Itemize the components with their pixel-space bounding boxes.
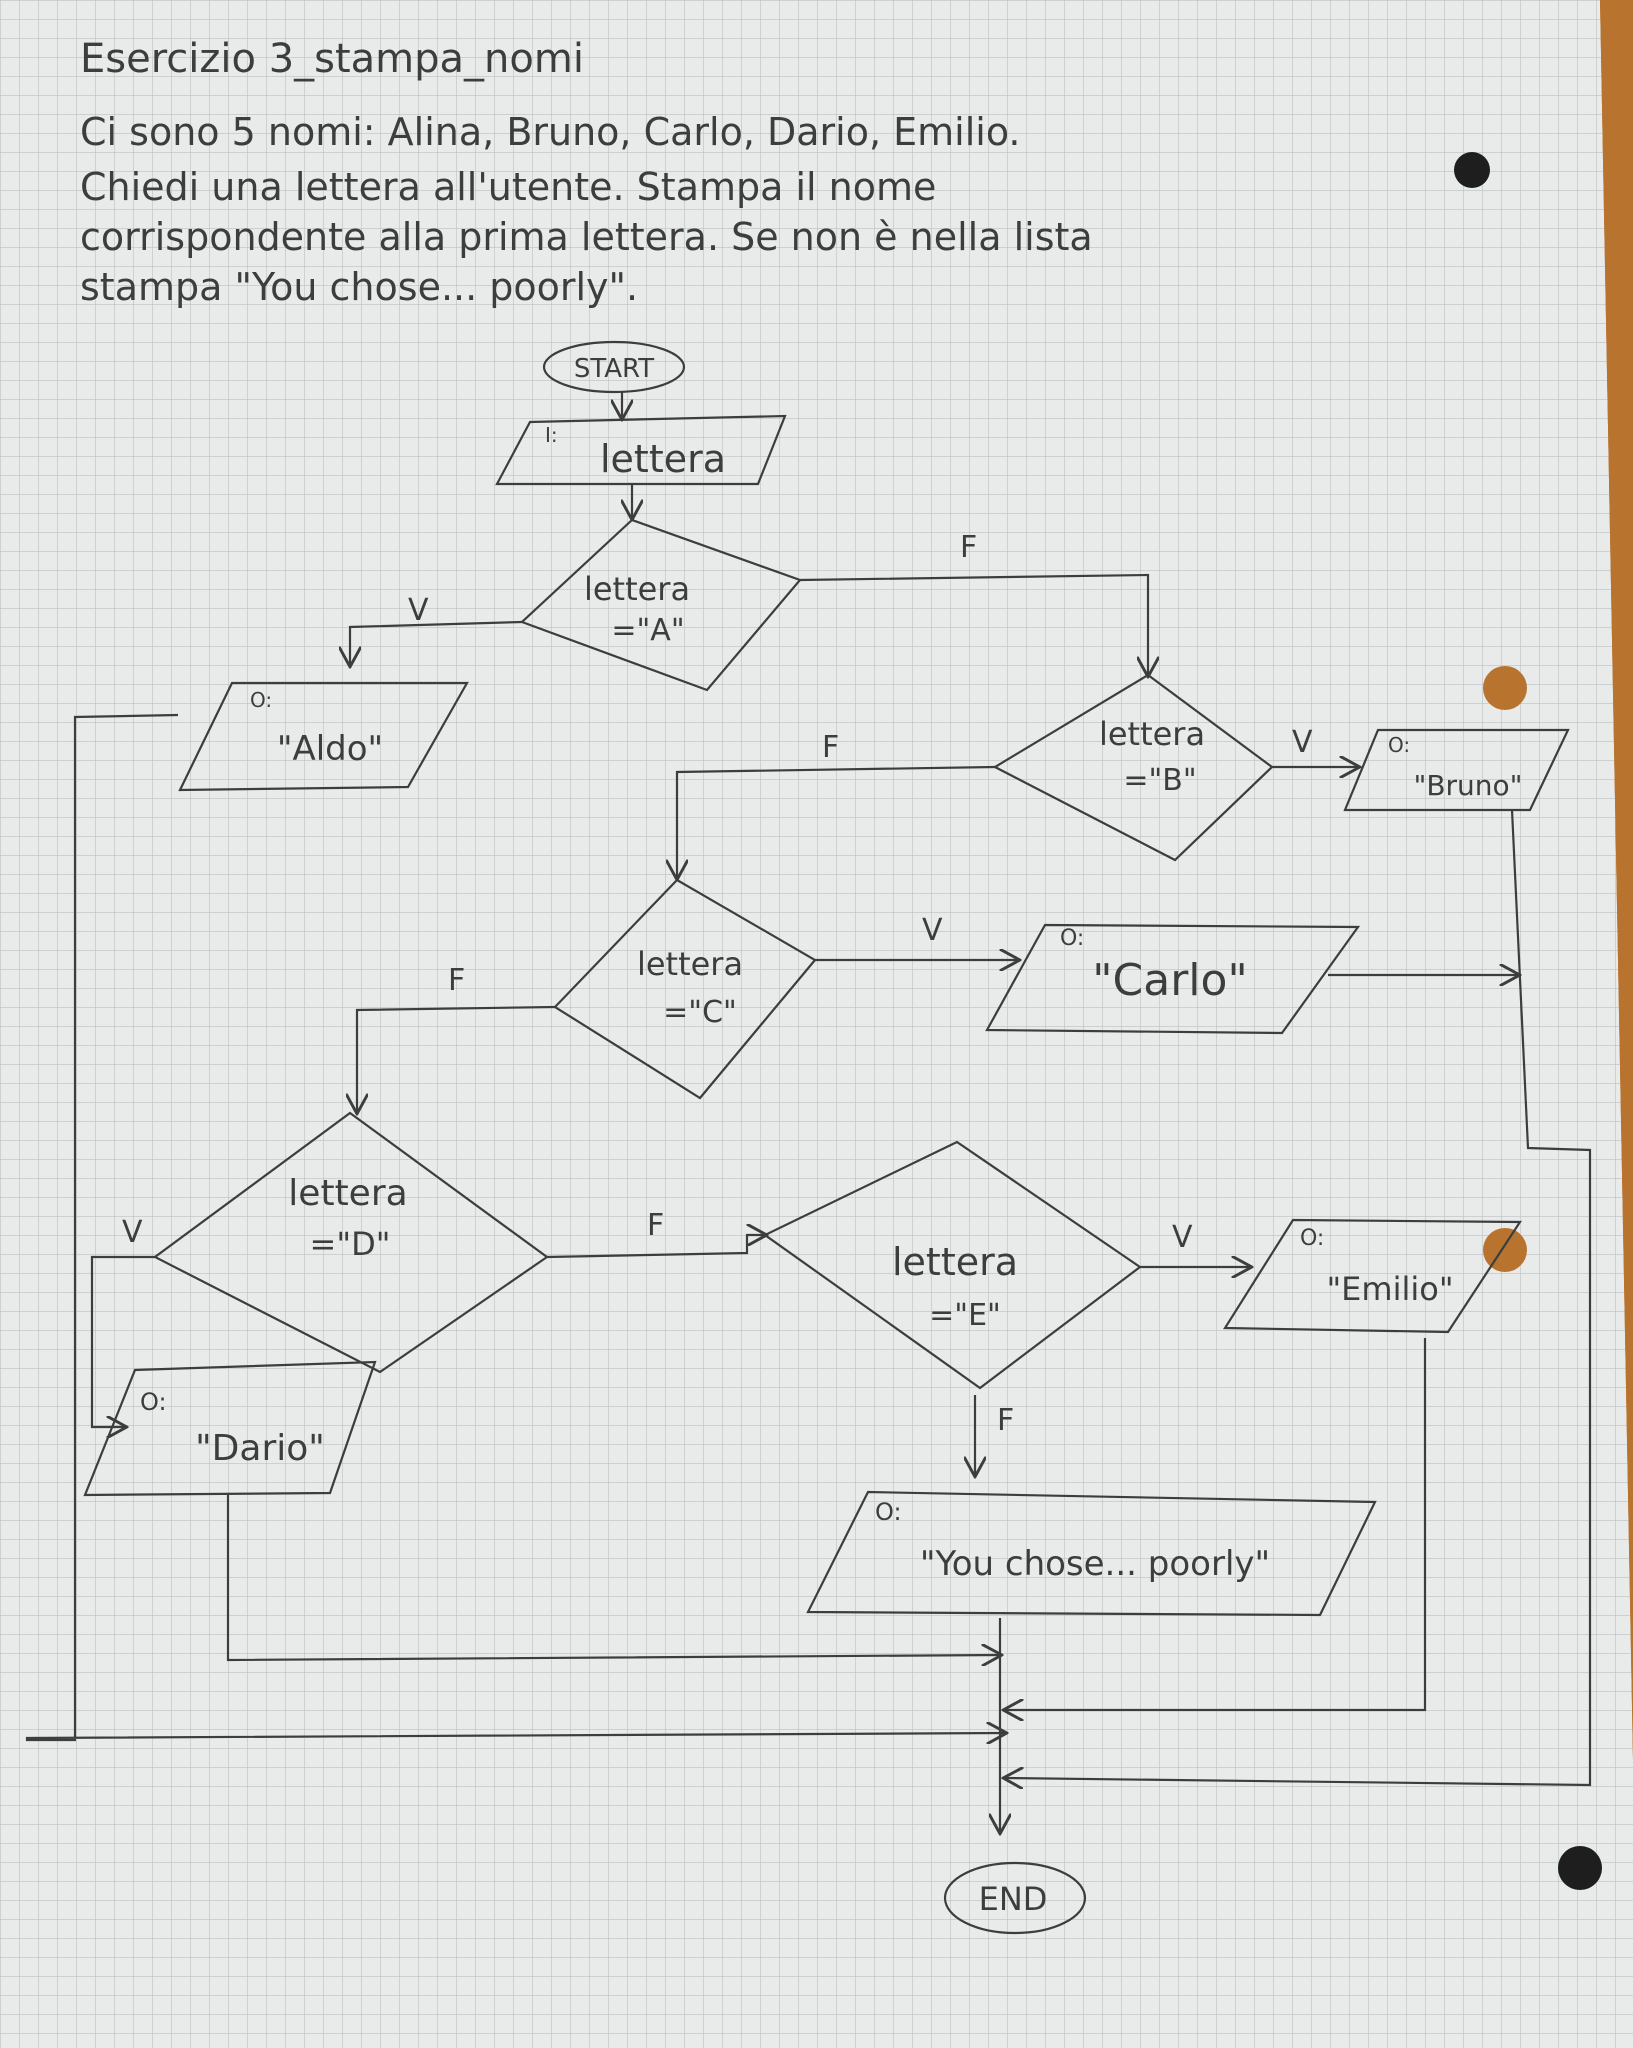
connectors: [25, 392, 1592, 1832]
binder-hole: [1483, 666, 1527, 710]
decision-b-line2: ="B": [1123, 763, 1196, 798]
decision-d-line2: ="D": [310, 1225, 391, 1263]
decision-e-line1: lettera: [892, 1240, 1018, 1284]
description-line-1: Ci sono 5 nomi: Alina, Bruno, Carlo, Dar…: [80, 110, 1020, 154]
label-a-false: F: [960, 530, 977, 565]
arrow-a-true: [350, 620, 523, 665]
header: Esercizio 3_stampa_nomi Ci sono 5 nomi: …: [80, 36, 1093, 309]
output-carlo: O: "Carlo": [985, 923, 1361, 1035]
input-label: lettera: [600, 437, 726, 481]
poorly-tag: O:: [875, 1498, 902, 1526]
emilio-label: "Emilio": [1326, 1270, 1453, 1308]
carlo-label: "Carlo": [1092, 955, 1247, 1006]
aldo-label: "Aldo": [277, 729, 383, 769]
emilio-tag: O:: [1300, 1226, 1324, 1251]
label-b-false: F: [822, 730, 839, 765]
description-line-3: corrispondente alla prima lettera. Se no…: [80, 215, 1093, 259]
end-label: END: [979, 1880, 1048, 1918]
bruno-label: "Bruno": [1413, 769, 1522, 802]
start-label: START: [574, 354, 654, 384]
start-node: START: [542, 340, 686, 394]
carlo-tag: O:: [1060, 926, 1084, 951]
decision-b: lettera ="B": [992, 673, 1274, 862]
decision-d-line1: lettera: [288, 1173, 407, 1214]
decision-c-line1: lettera: [637, 945, 743, 983]
exercise-title: Esercizio 3_stampa_nomi: [80, 36, 584, 82]
arrow-d-true: [90, 1255, 155, 1427]
end-node: END: [943, 1861, 1087, 1935]
bruno-tag: O:: [1388, 733, 1410, 757]
branch-labels: V F V F V F V F V F: [122, 530, 1313, 1438]
label-a-true: V: [408, 593, 429, 628]
output-poorly: O: "You chose... poorly": [806, 1490, 1377, 1617]
dario-label: "Dario": [195, 1428, 325, 1469]
label-b-true: V: [1292, 725, 1313, 760]
poorly-label: "You chose... poorly": [920, 1544, 1270, 1584]
line-dario-out: [226, 1495, 1000, 1660]
label-e-true: V: [1172, 1220, 1193, 1255]
aldo-tag: O:: [250, 688, 272, 712]
decision-a-line1: lettera: [584, 570, 690, 608]
output-emilio: O: "Emilio": [1223, 1218, 1523, 1334]
arrow-b-false: [677, 765, 996, 878]
binder-hole: [1483, 1228, 1527, 1272]
decision-c: lettera ="C": [553, 878, 817, 1100]
binder-hole: [1558, 1846, 1602, 1890]
decision-b-line1: lettera: [1099, 715, 1205, 753]
decision-a: lettera ="A": [519, 518, 802, 692]
arrow-d-false: [546, 1235, 765, 1259]
desk-edge: [1600, 0, 1633, 1760]
decision-e-line2: ="E": [929, 1298, 1001, 1333]
input-tag: I:: [545, 423, 558, 447]
label-d-false: F: [647, 1208, 664, 1243]
description-line-2: Chiedi una lettera all'utente. Stampa il…: [80, 165, 936, 209]
decision-e: lettera ="E": [762, 1140, 1142, 1390]
decision-c-line2: ="C": [663, 995, 737, 1030]
label-c-false: F: [448, 963, 465, 998]
output-aldo: O: "Aldo": [178, 681, 469, 792]
output-dario: O: "Dario": [83, 1360, 377, 1497]
description-line-4: stampa "You chose... poorly".: [80, 265, 638, 309]
dario-tag: O:: [140, 1388, 167, 1416]
arrow-c-false: [357, 1005, 556, 1112]
output-bruno: O: "Bruno": [1343, 728, 1570, 812]
line-bruno-out: [1005, 809, 1592, 1785]
line-emilio-out: [1005, 1338, 1427, 1710]
binder-hole: [1454, 152, 1490, 188]
label-c-true: V: [922, 913, 943, 948]
arrow-a-false: [799, 573, 1148, 675]
decision-d: lettera ="D": [152, 1111, 549, 1374]
label-d-true: V: [122, 1215, 143, 1250]
input-node: I: lettera: [495, 414, 787, 486]
line-aldo-out: [25, 713, 1005, 1740]
decision-a-line2: ="A": [611, 613, 684, 648]
label-e-false: F: [997, 1403, 1014, 1438]
